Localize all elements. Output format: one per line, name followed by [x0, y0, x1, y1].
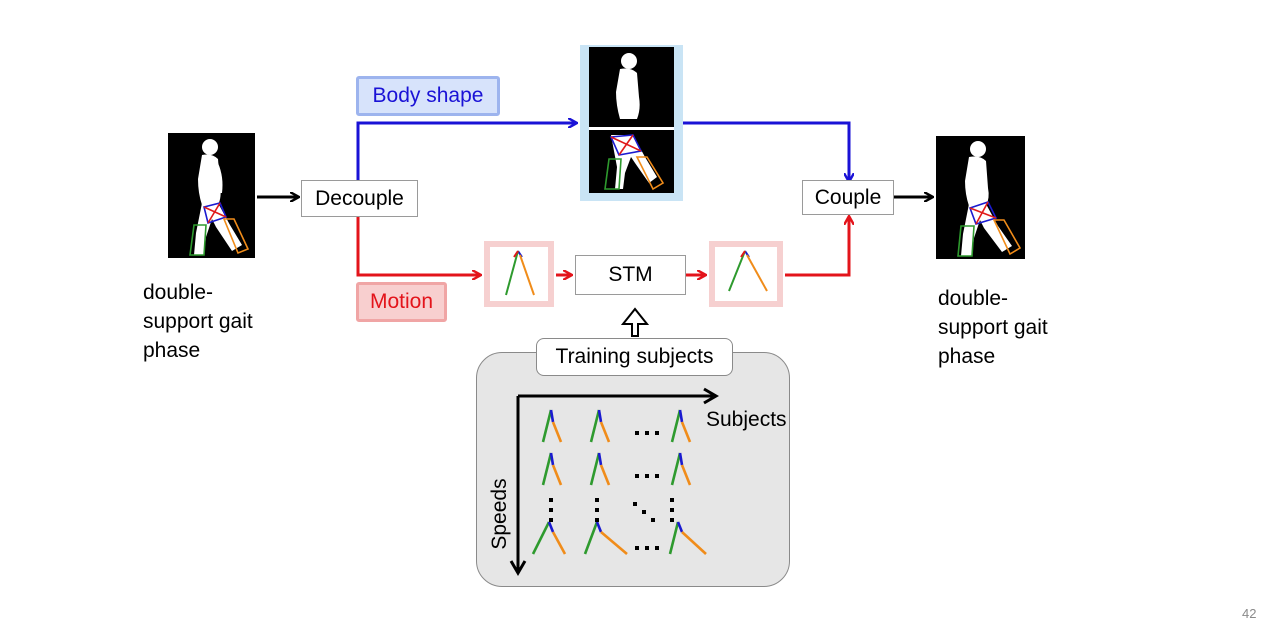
couple-box: Couple [802, 180, 894, 215]
training-grid-axes [509, 387, 719, 576]
output-caption-line-1: double- [938, 287, 1009, 310]
output-silhouette-image [936, 136, 1025, 259]
training-panel [476, 352, 790, 587]
motion-input-panel [484, 241, 554, 307]
motion-path-in [356, 214, 480, 275]
training-ellipsis-dots [549, 431, 674, 550]
input-caption-line-3: phase [143, 339, 201, 362]
training-stick-figures [531, 409, 707, 555]
output-caption-line-3: phase [938, 345, 996, 368]
training-to-stm-arrow [620, 307, 650, 337]
decouple-label: Decouple [315, 186, 404, 210]
body-shape-path-in [356, 123, 576, 183]
input-caption-line-1: double- [143, 281, 214, 304]
motion-tag: Motion [356, 282, 447, 322]
motion-output-panel [709, 241, 783, 307]
body-shape-path-out [683, 121, 849, 181]
couple-label: Couple [814, 185, 882, 209]
motion-label: Motion [369, 290, 434, 313]
body-shape-panel [580, 45, 683, 201]
stm-label: STM [608, 263, 653, 286]
stm-box: STM [575, 255, 686, 295]
body-shape-label: Body shape [372, 84, 484, 107]
speeds-axis-label: Speeds [488, 478, 511, 550]
training-subjects-box: Training subjects [536, 338, 733, 376]
subjects-axis-label: Subjects [706, 408, 787, 431]
output-caption-line-2: support gait [938, 316, 1048, 339]
training-subjects-label: Training subjects [555, 345, 714, 368]
decouple-box: Decouple [301, 180, 418, 217]
body-shape-tag: Body shape [356, 76, 500, 116]
output-caption: double- support gait phase [938, 284, 1048, 371]
input-silhouette-image [168, 133, 255, 258]
input-caption: double- support gait phase [143, 278, 253, 365]
body-shape-skeleton-image [589, 133, 674, 193]
motion-path-out [785, 217, 849, 277]
input-caption-line-2: support gait [143, 310, 253, 333]
page-number: 42 [1242, 606, 1257, 621]
